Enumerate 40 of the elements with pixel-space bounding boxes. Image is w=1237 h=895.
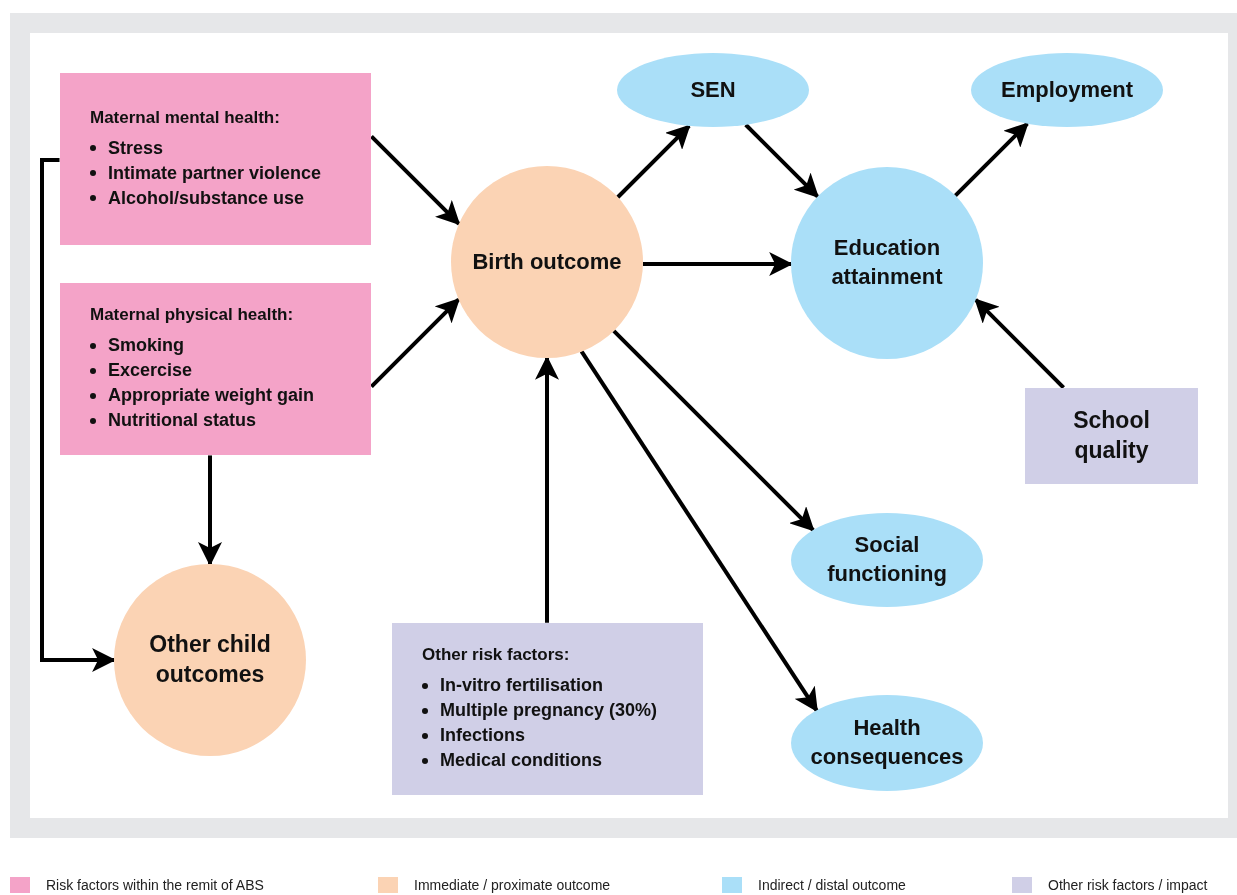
factor-box <box>392 623 703 795</box>
node-label: Employment <box>1001 75 1133 104</box>
box-heading: Other risk factors: <box>422 645 570 665</box>
arrow <box>612 329 815 532</box>
factor-box <box>60 283 371 455</box>
bullet-item: Infections <box>440 724 525 747</box>
bullet-item: In-vitro fertilisation <box>440 674 603 697</box>
arrow <box>579 350 819 713</box>
node-label: SEN <box>690 75 736 104</box>
node-label: School quality <box>1072 406 1151 465</box>
node-label: Social functioning <box>826 531 948 588</box>
box-heading: Maternal physical health: <box>90 305 294 325</box>
arrow <box>616 124 691 199</box>
bullet-item: Stress <box>108 136 164 160</box>
bullet-item: Multiple pregnancy (30%) <box>440 699 658 722</box>
arrow <box>198 455 222 567</box>
arrow <box>535 355 559 623</box>
bullet-item: Alcohol/substance use <box>108 186 305 210</box>
legend-label: Other risk factors / impact <box>1048 877 1208 893</box>
node-label: Other child outcomes <box>148 630 272 689</box>
bullet-item: Excercise <box>108 359 193 382</box>
bullet-item: Smoking <box>108 334 184 357</box>
arrow <box>744 123 820 199</box>
node-label: Education attainment <box>830 234 944 291</box>
legend-label: Indirect / distal outcome <box>758 877 906 893</box>
box-heading: Maternal mental health: <box>90 107 280 128</box>
legend-label: Immediate / proximate outcome <box>414 877 611 893</box>
bullet-item: Intimate partner violence <box>108 161 322 185</box>
factor-box <box>1025 388 1198 484</box>
arrow <box>974 298 1065 389</box>
node-label: Health consequences <box>809 714 965 771</box>
bullet-item: Medical conditions <box>440 749 603 772</box>
bullet-item: Nutritional status <box>108 409 256 432</box>
factor-box <box>60 73 371 245</box>
node-label: Birth outcome <box>472 247 622 276</box>
arrow <box>370 135 461 226</box>
arrow <box>370 297 461 388</box>
arrow <box>953 122 1029 198</box>
legend-label: Risk factors within the remit of ABS <box>46 877 264 893</box>
bullet-item: Appropriate weight gain <box>108 384 314 407</box>
